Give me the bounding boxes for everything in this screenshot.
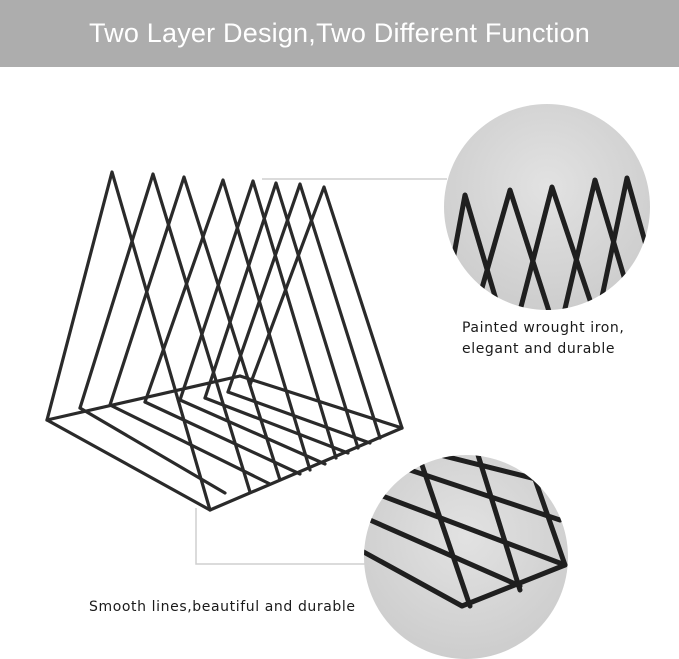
banner-title: Two Layer Design,Two Different Function: [88, 18, 591, 48]
detail-circle-top: [444, 104, 650, 310]
caption-line: elegant and durable: [462, 341, 616, 357]
header-banner: Two Layer Design,Two Different Function: [0, 0, 679, 67]
caption-painted-iron: Painted wrought iron, elegant and durabl…: [462, 318, 624, 360]
caption-smooth-lines: Smooth lines,beautiful and durable: [89, 597, 356, 618]
callout-line-bottom: [195, 508, 366, 565]
caption-line: Painted wrought iron,: [462, 320, 625, 336]
wire-rack: [45, 170, 404, 512]
detail-circle-bottom: [364, 455, 568, 659]
caption-line: Smooth lines,beautiful and durable: [89, 599, 356, 615]
